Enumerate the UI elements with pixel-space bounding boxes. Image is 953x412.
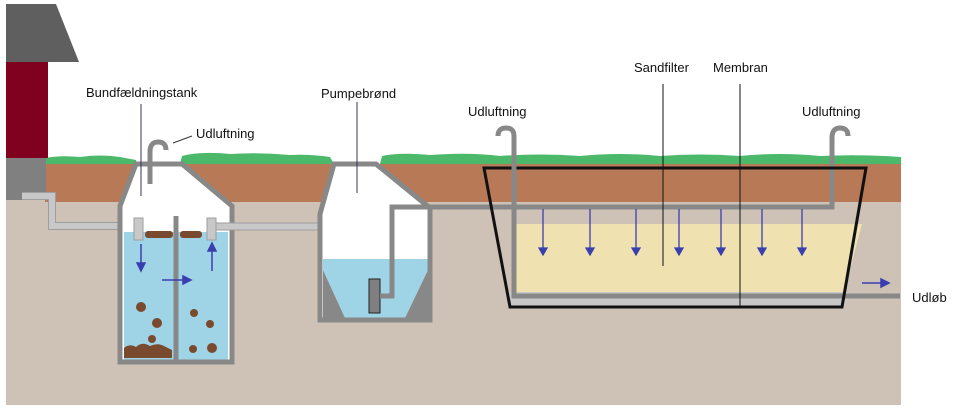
label-vent-1: Udluftning [196, 126, 255, 141]
label-vent-3: Udluftning [802, 104, 861, 119]
label-membrane: Membran [713, 60, 768, 75]
label-settling-tank: Bundfældningstank [86, 85, 198, 100]
transfer-pipe [215, 222, 333, 231]
sludge [124, 231, 217, 358]
pump-well [317, 138, 835, 323]
vent-pipe-1 [147, 139, 169, 184]
grass [45, 152, 901, 164]
label-vent-2: Udluftning [468, 104, 527, 119]
pump [368, 278, 381, 314]
drain-pipe [511, 185, 900, 299]
settling-flow-arrows [135, 241, 218, 286]
membrane [482, 166, 868, 309]
vent-pipe-3 [829, 125, 851, 140]
house-roof [6, 4, 79, 62]
distribution-arrows [537, 209, 808, 257]
pump-riser [380, 138, 835, 299]
label-outlet: Udløb [912, 290, 947, 305]
sand-layer [512, 224, 862, 292]
settling-tank [117, 161, 235, 365]
sand-filter-basin [482, 166, 900, 309]
inlet-pipe [22, 192, 130, 230]
house-wall [6, 62, 48, 158]
vent-pipe-2 [495, 125, 517, 190]
label-pump-well: Pumpebrønd [321, 86, 396, 101]
label-sand-filter: Sandfilter [634, 60, 690, 75]
vent-1-pointer [172, 135, 193, 144]
outlet-arrow [862, 277, 891, 289]
